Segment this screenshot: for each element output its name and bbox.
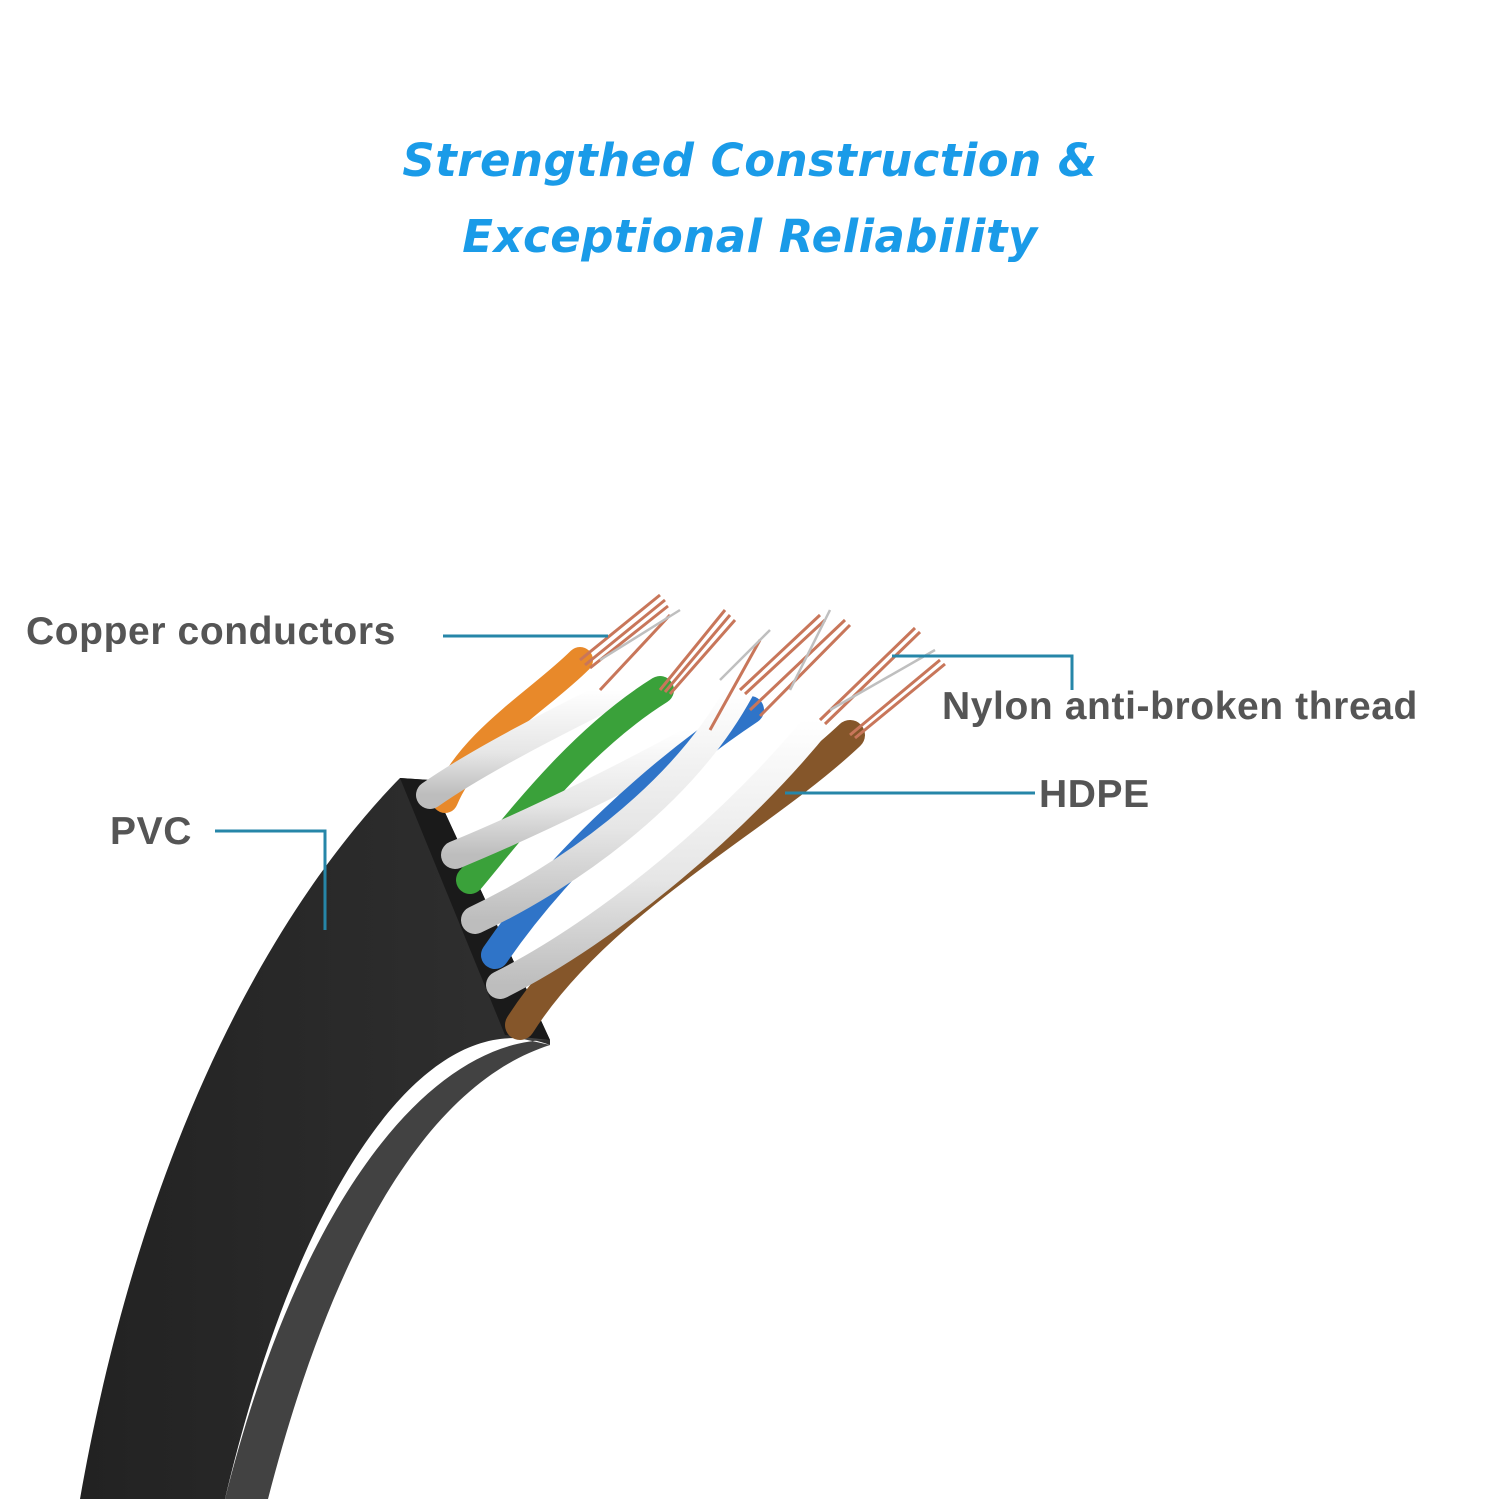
wire-pair-orange (416, 647, 634, 813)
label-nylon-thread: Nylon anti-broken thread (942, 685, 1418, 728)
headline-line-2: Exceptional Reliability (462, 210, 1038, 263)
wire-pair-brown (486, 706, 865, 1040)
label-pvc: PVC (110, 810, 192, 853)
label-copper-conductors: Copper conductors (26, 610, 396, 653)
leader-lines (215, 634, 1074, 930)
copper-conductors (579, 593, 946, 740)
leader-nylon (892, 654, 1074, 690)
leader-pvc (215, 829, 327, 930)
label-hdpe: HDPE (1039, 773, 1150, 816)
wire-pair-blue (461, 676, 764, 969)
headline-line-1: Strengthed Construction & (402, 134, 1098, 187)
nylon-thread (599, 608, 936, 712)
